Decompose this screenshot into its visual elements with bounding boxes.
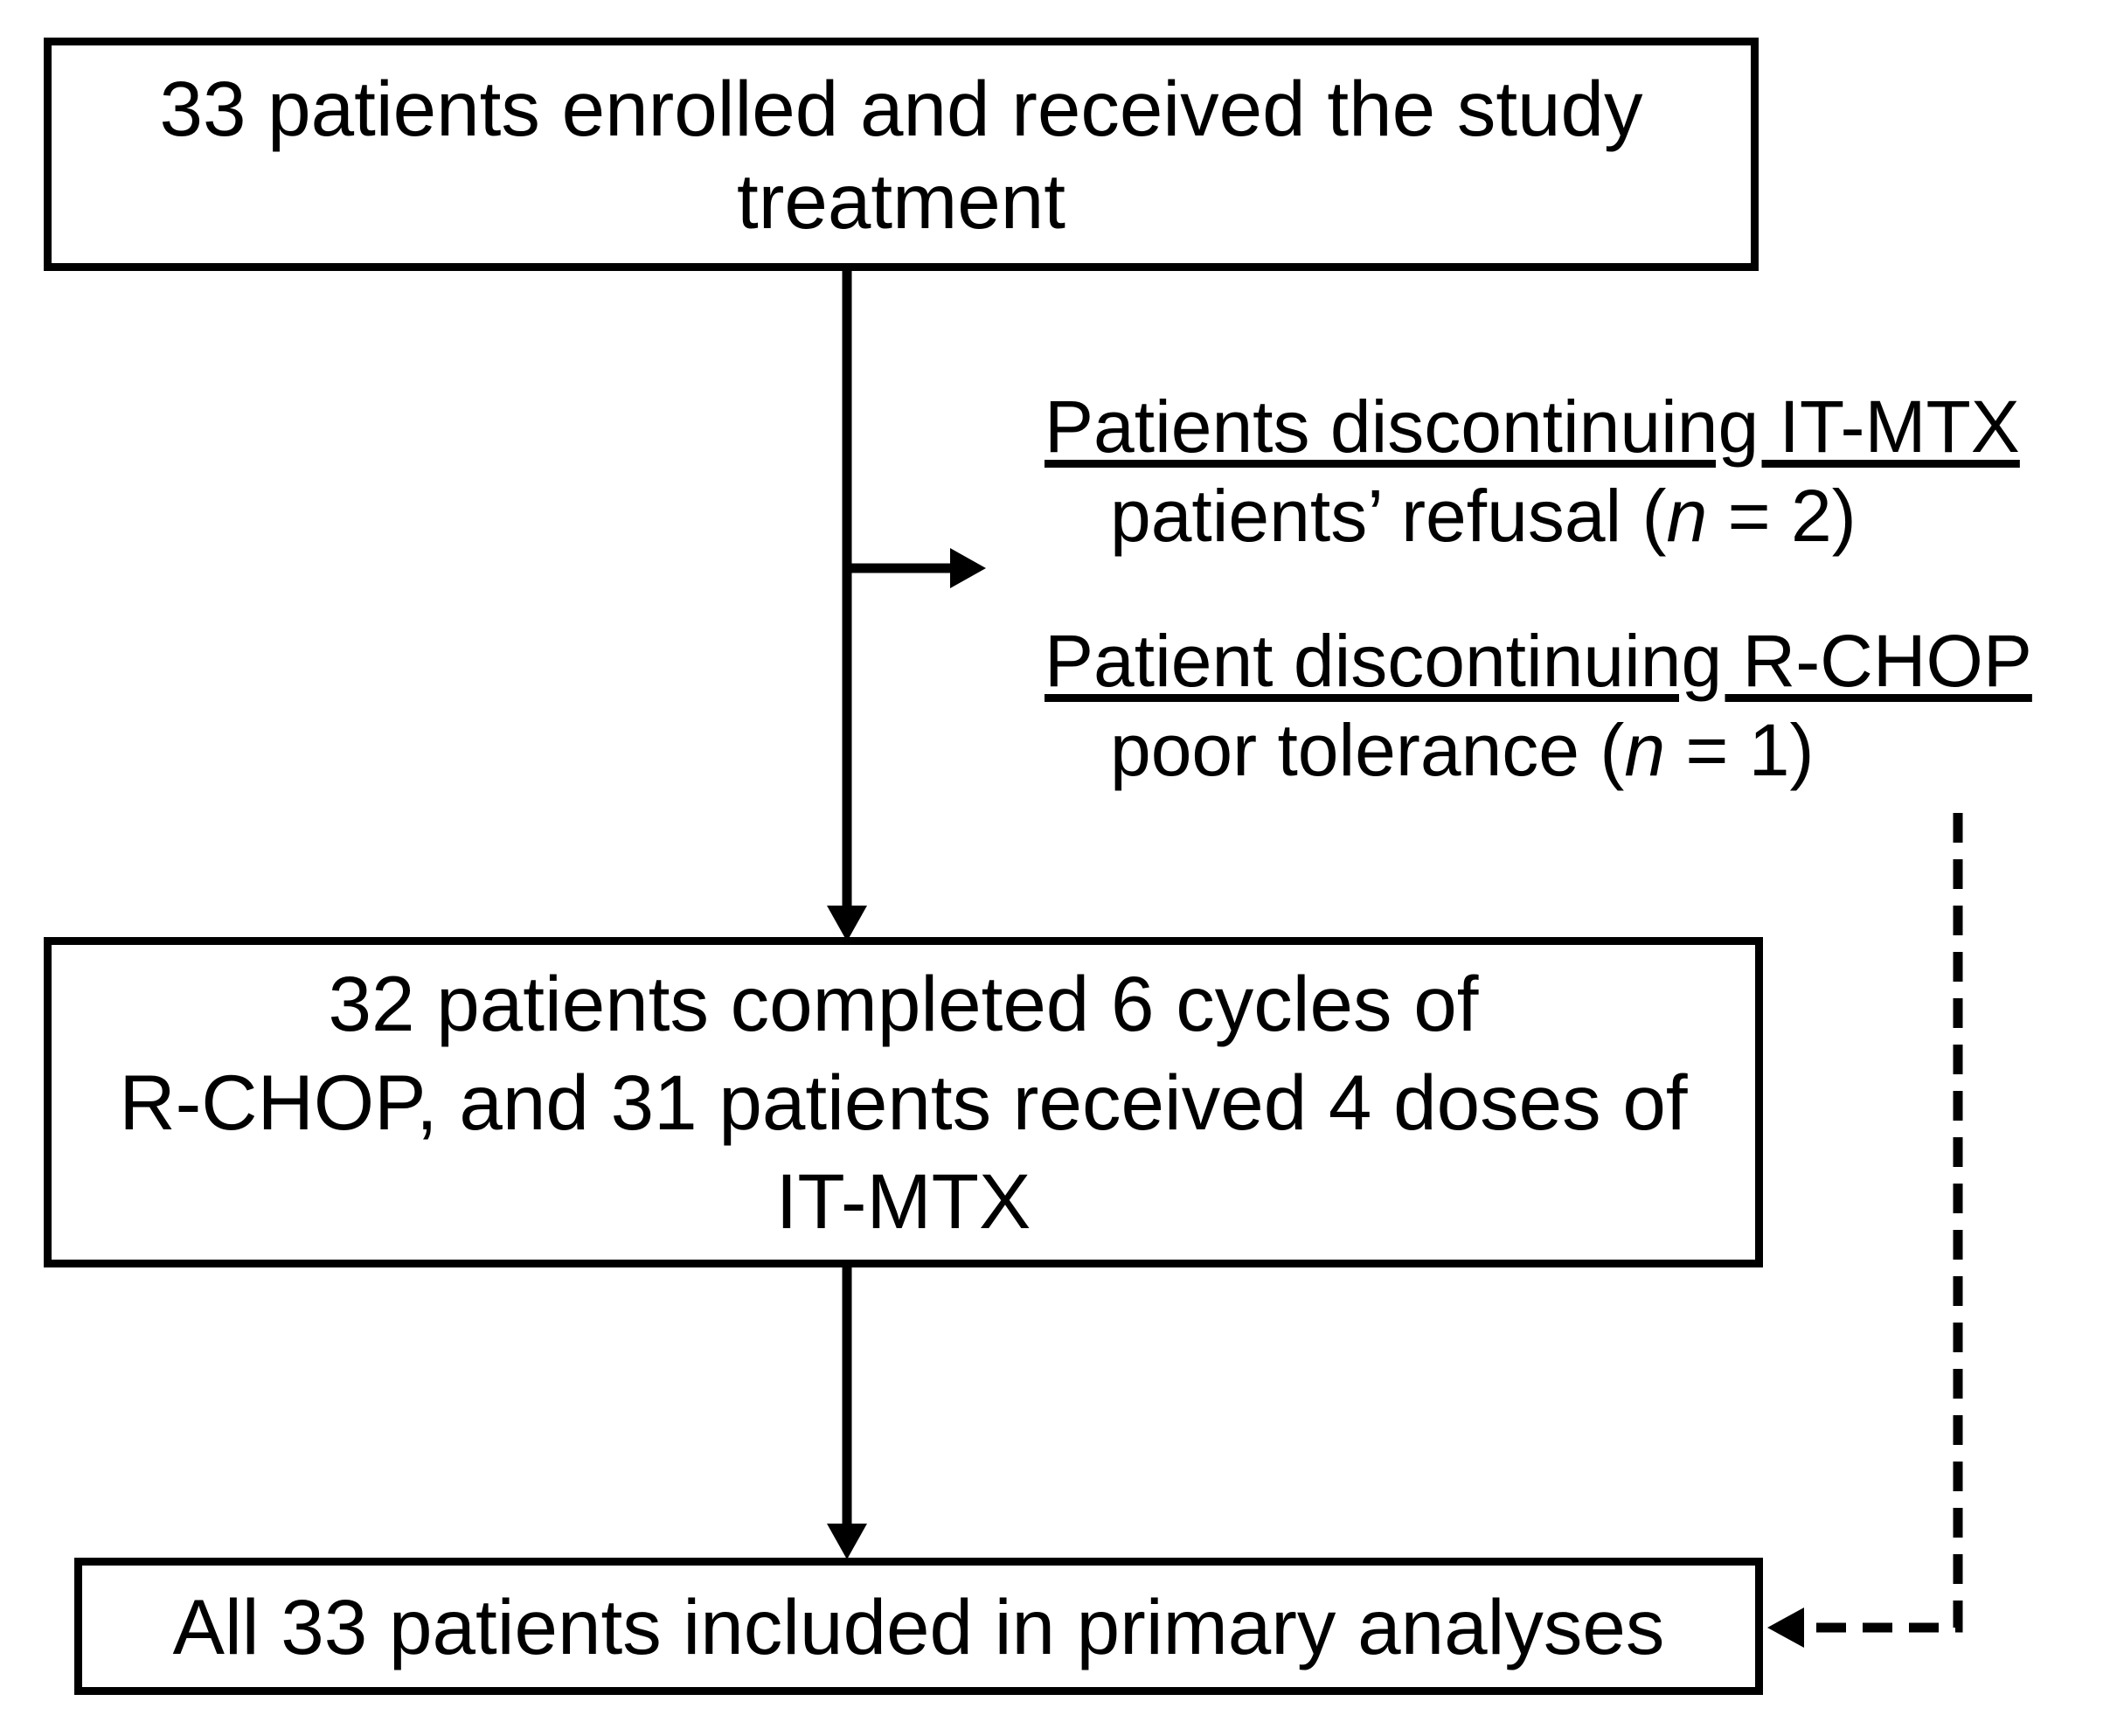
arrowhead-left-dashed-icon <box>1767 1608 1804 1648</box>
enrolled-box: 33 patients enrolled and received the st… <box>44 38 1759 271</box>
note-itmtx-detail-variable: n <box>1666 475 1708 557</box>
completed-box-text-line-1: 32 patients completed 6 cycles of <box>328 959 1479 1047</box>
note-itmtx: Patients discontinuing IT-MTX patients’ … <box>1045 382 2032 560</box>
note-rchop-detail: poor tolerance (n = 1) <box>1045 705 2032 795</box>
completed-box-text-line-3: IT-MTX <box>775 1156 1031 1245</box>
arrowhead-down-to-completed-icon <box>827 906 867 941</box>
arrowhead-down-to-analyses-icon <box>827 1524 867 1559</box>
note-itmtx-detail: patients’ refusal (n = 2) <box>1045 471 2032 560</box>
enrolled-box-text-line-1: 33 patients enrolled and received the st… <box>159 64 1643 152</box>
discontinuation-notes: Patients discontinuing IT-MTX patients’ … <box>1045 382 2032 795</box>
completed-box-text-line-2: R-CHOP, and 31 patients received 4 doses… <box>119 1058 1688 1146</box>
arrowhead-right-to-notes-icon <box>950 548 986 588</box>
note-rchop: Patient discontinuing R-CHOP poor tolera… <box>1045 616 2032 795</box>
analyses-box: All 33 patients included in primary anal… <box>74 1558 1763 1695</box>
note-rchop-detail-text: poor tolerance ( <box>1110 709 1625 791</box>
note-rchop-detail-count: = 1) <box>1665 709 1815 791</box>
completed-box: 32 patients completed 6 cycles of R-CHOP… <box>44 937 1763 1267</box>
connector-dashed-discontinued-to-analyses <box>1811 813 1963 1633</box>
note-rchop-heading: Patient discontinuing R-CHOP <box>1045 620 2032 702</box>
note-rchop-detail-variable: n <box>1624 709 1666 791</box>
note-itmtx-detail-text: patients’ refusal ( <box>1110 475 1667 557</box>
note-itmtx-heading: Patients discontinuing IT-MTX <box>1045 385 2020 468</box>
analyses-box-text-line-1: All 33 patients included in primary anal… <box>172 1582 1665 1670</box>
enrolled-box-text-line-2: treatment <box>737 156 1065 245</box>
note-itmtx-detail-count: = 2) <box>1707 475 1857 557</box>
